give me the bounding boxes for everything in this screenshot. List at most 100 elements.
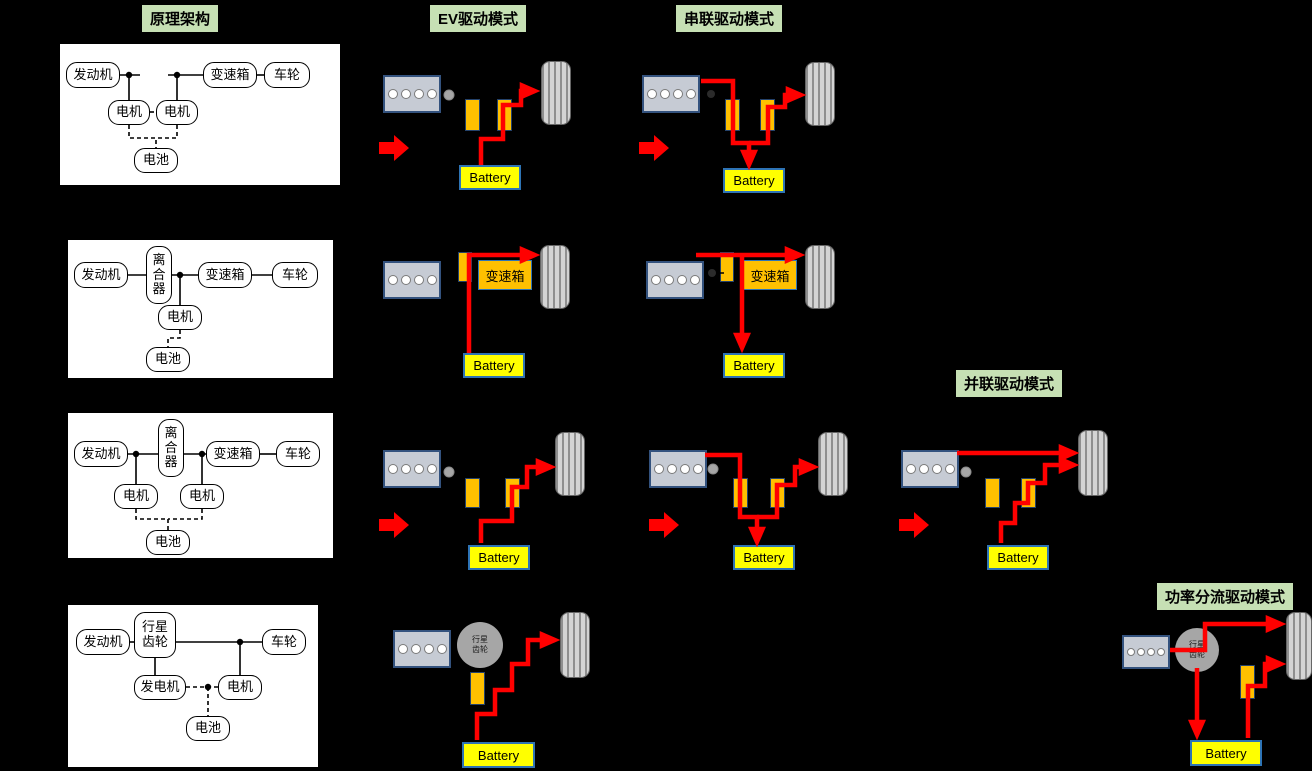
wheel-icon (541, 61, 571, 125)
wheel-icon (805, 62, 835, 126)
node-planetary-gear: 行星齿轮 (134, 612, 176, 658)
node-battery: 电池 (134, 148, 178, 173)
node-engine: 发动机 (74, 441, 128, 467)
node-motor: 电机 (108, 100, 150, 125)
node-motor: 电机 (218, 675, 262, 700)
connector-lines (128, 638, 262, 716)
node-gearbox: 变速箱 (203, 62, 257, 88)
engine-icon (393, 630, 451, 668)
power-flow-arrows (696, 246, 806, 354)
connector-lines (128, 271, 272, 347)
power-flow-arrows (649, 452, 820, 548)
power-flow-arrows (379, 458, 557, 543)
input-arrow-icon (379, 512, 409, 538)
battery-box: Battery (462, 742, 535, 768)
flow-arrow (1170, 615, 1287, 653)
battery-box: Battery (1190, 740, 1262, 766)
motor-icon (985, 478, 1000, 508)
battery-box: Battery (468, 545, 530, 570)
closed-clutch-dot-icon (708, 269, 716, 277)
power-flow-arrows (466, 246, 541, 353)
architecture-panel-row3: 发动机 离合器 变速箱 车轮 电机 电机 电池 (68, 413, 333, 558)
architecture-panel-row2: 发动机 离合器 变速箱 车轮 电机 电池 (68, 240, 333, 378)
architecture-panel-row4: 发动机 行星齿轮 车轮 发电机 电机 电池 (68, 605, 318, 767)
node-motor: 电机 (180, 484, 224, 509)
header-series-drive-mode: 串联驱动模式 (676, 5, 783, 32)
flow-arrow (474, 631, 561, 740)
connector-lines (120, 71, 264, 148)
clutch-dot-icon (960, 466, 972, 478)
diagram-row2-parallel-mode: 变速箱 Battery (640, 243, 852, 390)
diagram-row1-ev-mode: Battery (375, 55, 587, 200)
node-generator: 发电机 (134, 675, 186, 700)
node-engine: 发动机 (66, 62, 120, 88)
wheel-icon (818, 432, 848, 496)
diagram-row3-parallel-mode: Battery (895, 425, 1112, 573)
engine-icon (646, 261, 704, 299)
flow-arrow (478, 82, 541, 165)
header-power-split-drive-mode: 功率分流驱动模式 (1157, 583, 1294, 610)
flow-arrow (705, 452, 766, 548)
planetary-gear-icon: 行星齿轮 (457, 622, 503, 668)
node-battery: 电池 (146, 530, 190, 555)
diagram-row3-ev-mode: Battery (375, 425, 590, 573)
motor-icon (720, 252, 734, 282)
node-engine: 发动机 (76, 629, 130, 655)
node-gearbox: 变速箱 (198, 262, 252, 288)
battery-box: Battery (987, 545, 1049, 570)
wheel-icon (1286, 612, 1312, 680)
input-arrow-icon (639, 135, 669, 161)
engine-icon (1122, 635, 1170, 669)
flow-arrow (749, 86, 807, 146)
flow-arrow (998, 456, 1080, 543)
motor-icon (465, 99, 480, 131)
diagram-row4-power-split-mode: 行星齿轮 Battery (1115, 610, 1312, 771)
battery-box: Battery (463, 353, 525, 378)
connector-lines (128, 450, 276, 530)
input-arrow-icon (379, 135, 409, 161)
node-wheel: 车轮 (272, 262, 318, 288)
open-clutch-dot-icon (443, 466, 455, 478)
node-wheel: 车轮 (262, 629, 306, 655)
power-flow-arrows (379, 82, 541, 165)
clutch-dot-icon (707, 463, 719, 475)
node-battery: 电池 (146, 347, 190, 372)
power-flow-arrows (474, 631, 561, 740)
battery-box: Battery (733, 545, 795, 570)
power-flow-arrows (899, 444, 1080, 543)
node-clutch: 离合器 (158, 419, 184, 477)
node-motor: 电机 (114, 484, 158, 509)
flow-arrow (1245, 655, 1287, 738)
battery-box: Battery (459, 165, 521, 190)
power-flow-arrows (1170, 615, 1287, 741)
node-battery: 电池 (186, 716, 230, 741)
engine-icon (383, 261, 441, 299)
open-clutch-dot-icon (443, 89, 455, 101)
flow-arrow (478, 458, 557, 543)
wheel-icon (540, 245, 570, 309)
node-wheel: 车轮 (264, 62, 310, 88)
diagram-row1-series-mode: Battery (635, 55, 847, 200)
gearbox-box: 变速箱 (743, 260, 797, 290)
engine-icon (383, 450, 441, 488)
diagram-row3-series-mode: Battery (645, 425, 860, 573)
wheel-icon (805, 245, 835, 309)
node-wheel: 车轮 (276, 441, 320, 467)
header-parallel-drive-mode: 并联驱动模式 (956, 370, 1063, 397)
flow-arrow (466, 246, 541, 353)
gearbox-box: 变速箱 (478, 260, 532, 290)
motor-icon (465, 478, 480, 508)
motor-icon (470, 672, 485, 705)
architecture-panel-row1: 发动机 电机 电机 变速箱 车轮 电池 (60, 44, 340, 185)
input-arrow-icon (899, 512, 929, 538)
engine-icon (642, 75, 700, 113)
engine-icon (383, 75, 441, 113)
engine-icon (649, 450, 707, 488)
power-flow-arrows (639, 78, 807, 171)
node-gearbox: 变速箱 (206, 441, 260, 467)
input-arrow-icon (649, 512, 679, 538)
closed-clutch-dot-icon (707, 90, 715, 98)
node-clutch: 离合器 (146, 246, 172, 304)
node-motor: 电机 (158, 305, 202, 330)
